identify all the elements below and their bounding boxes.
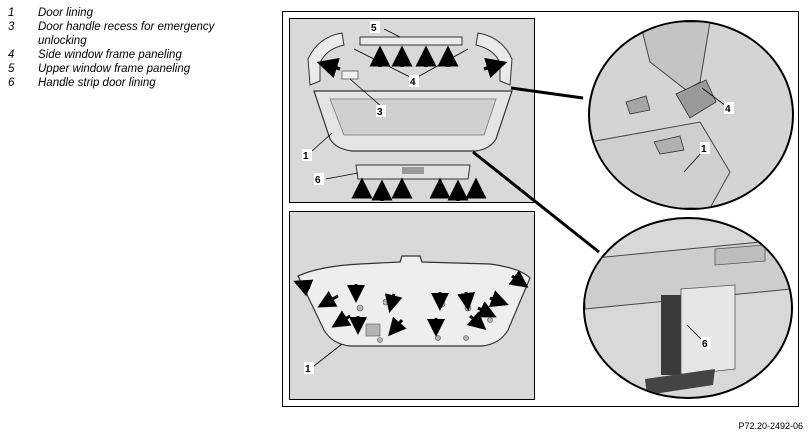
zoom-upper-drawing: 4 1 <box>590 22 734 208</box>
callout-label: 3 <box>377 107 383 118</box>
callout-label: 4 <box>410 77 416 88</box>
callout-label: 1 <box>303 151 309 162</box>
legend-number: 3 <box>8 21 15 33</box>
legend-item-6: 6 Handle strip door lining <box>8 76 248 90</box>
legend-text: Upper window frame paneling <box>38 63 191 75</box>
zoom-lower-drawing: 6 <box>585 238 791 395</box>
legend-number: 5 <box>8 63 15 75</box>
legend-text: Handle strip door lining <box>38 77 156 89</box>
exploded-view-drawing: 5 4 3 1 6 <box>302 21 513 201</box>
zoom-detail-lower: 6 <box>583 217 793 399</box>
callout-label: 1 <box>305 364 311 375</box>
legend-item-4: 4 Side window frame paneling <box>8 48 248 62</box>
legend-item-1: 1 Door lining <box>8 6 248 20</box>
callout-label: 5 <box>371 23 377 34</box>
door-lining-rear-drawing: 1 <box>293 255 531 375</box>
callout-label: 6 <box>315 175 321 186</box>
legend-number: 6 <box>8 77 15 89</box>
legend-item-5: 5 Upper window frame paneling <box>8 62 248 76</box>
legend-text: Side window frame paneling <box>38 49 182 61</box>
clip-arrows <box>293 269 529 337</box>
upper-paneling-arrows <box>369 45 459 67</box>
upper-paneling-shape <box>359 36 463 46</box>
callout-label: 4 <box>725 104 731 115</box>
diagram-frame: 5 4 3 1 6 <box>282 11 799 407</box>
figure-reference-code: P72.20-2492-06 <box>738 421 803 431</box>
legend-number: 4 <box>8 49 15 61</box>
legend-text: Door handle recess for emergency unlocki… <box>38 21 215 47</box>
callout-label: 1 <box>701 144 707 155</box>
legend-text: Door lining <box>38 7 93 19</box>
handle-strip-detail-shape <box>661 295 681 375</box>
top-exploded-panel: 5 4 3 1 6 <box>289 18 535 203</box>
legend-number: 1 <box>8 7 15 19</box>
legend: 1 Door lining 3 Door handle recess for e… <box>8 6 248 90</box>
door-lining-detail-shape <box>590 121 731 208</box>
legend-item-3: 3 Door handle recess for emergency unloc… <box>8 20 248 48</box>
bottom-door-lining-panel: 1 <box>289 211 535 400</box>
callout-label: 6 <box>702 339 708 350</box>
side-paneling-arrows <box>316 57 508 79</box>
zoom-detail-upper: 4 1 <box>588 20 794 210</box>
side-paneling-detail-shape <box>639 22 711 91</box>
zoom-connector-lines <box>472 86 600 254</box>
handle-strip-arrows <box>351 177 487 201</box>
